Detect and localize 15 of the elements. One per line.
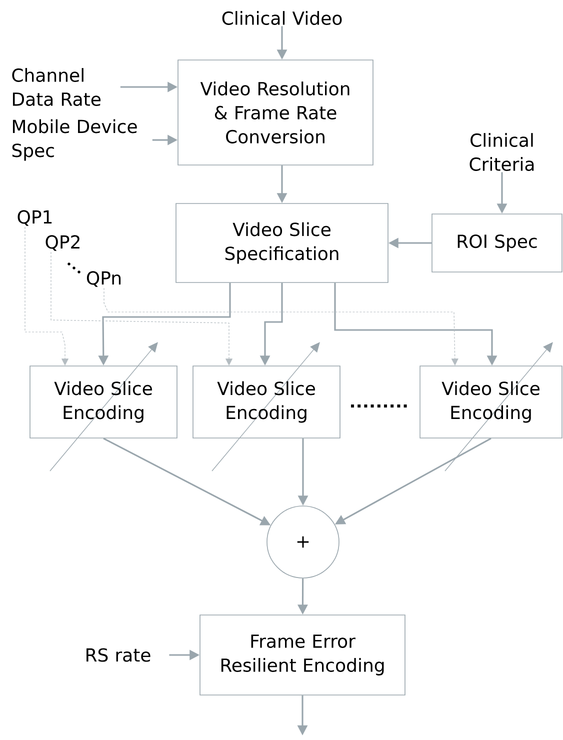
process-box: Video Slice Encoding (192, 366, 340, 438)
input-label: Channel Data Rate (12, 68, 101, 106)
input-label: Clinical Criteria (470, 133, 534, 171)
process-box: Frame Error Resilient Encoding (200, 614, 406, 696)
process-box: Video Slice Specification (176, 203, 388, 283)
input-label: Mobile Device Spec (12, 119, 137, 161)
input-label: RS rate (86, 648, 150, 662)
input-label: QP2 (46, 235, 80, 251)
process-box: Video Slice Encoding (30, 366, 178, 438)
process-box: Video Resolution & Frame Rate Conversion (178, 60, 374, 166)
input-label: Clinical Video (222, 11, 342, 25)
input-label: QPn (86, 271, 121, 287)
process-box: ROI Spec (432, 214, 562, 272)
input-label: QP1 (18, 210, 52, 226)
process-box: Video Slice Encoding (420, 366, 562, 438)
